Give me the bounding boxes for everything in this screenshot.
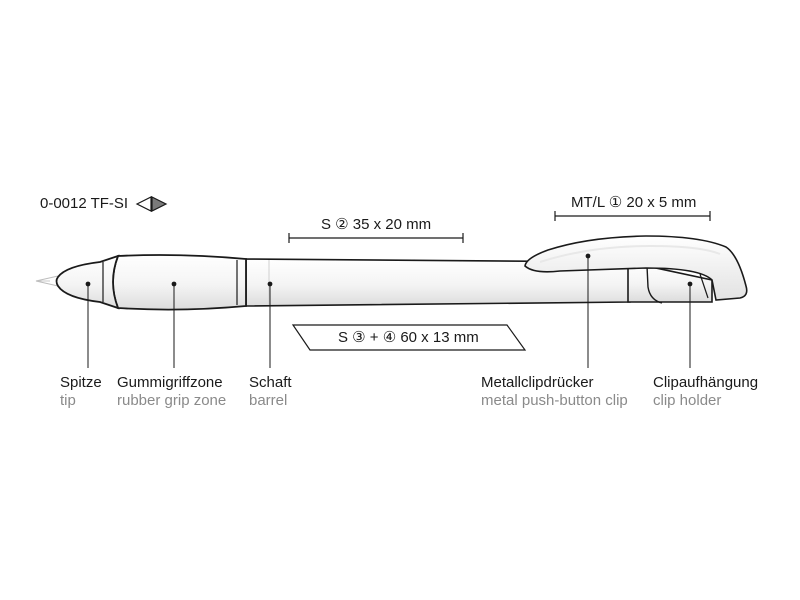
wrap-area-s34-outline xyxy=(291,324,527,351)
leader-barrel xyxy=(267,281,273,368)
leader-clip xyxy=(585,253,591,368)
pen-grip-zone xyxy=(112,254,247,311)
label-tip-de: Spitze xyxy=(60,374,102,391)
label-grip-de: Gummigriffzone xyxy=(117,374,223,391)
dimension-s2: S ② 35 x 20 mm xyxy=(321,216,432,233)
leader-tip xyxy=(85,281,91,368)
label-metal-clip: Metallclipdrücker metal push-button clip xyxy=(481,374,628,410)
dimension-line-s2 xyxy=(288,233,464,243)
leader-clip-holder xyxy=(687,281,693,368)
dimension-mtl: MT/L ① 20 x 5 mm xyxy=(571,194,697,211)
dimension-line-mtl xyxy=(554,211,711,221)
label-barrel-de: Schaft xyxy=(249,374,292,391)
label-grip-zone: Gummigriffzone rubber grip zone xyxy=(117,374,226,410)
double-triangle-view-icon xyxy=(135,196,168,212)
label-tip: Spitze tip xyxy=(60,374,102,410)
label-barrel: Schaft barrel xyxy=(249,374,292,410)
model-code: 0-0012 TF-SI xyxy=(40,195,129,212)
label-clip-de: Metallclipdrücker xyxy=(481,374,594,391)
label-barrel-en: barrel xyxy=(249,392,288,409)
leader-grip xyxy=(171,281,177,368)
dimension-s34: S ③ + ④ 60 x 13 mm xyxy=(338,329,479,346)
label-clip-holder: Clipaufhängung clip holder xyxy=(653,374,758,410)
label-tip-en: tip xyxy=(60,392,76,409)
label-holder-en: clip holder xyxy=(653,392,722,409)
label-holder-de: Clipaufhängung xyxy=(653,374,759,391)
label-grip-en: rubber grip zone xyxy=(117,392,227,409)
label-clip-en: metal push-button clip xyxy=(481,392,628,409)
pen-refill-tip xyxy=(35,275,59,287)
